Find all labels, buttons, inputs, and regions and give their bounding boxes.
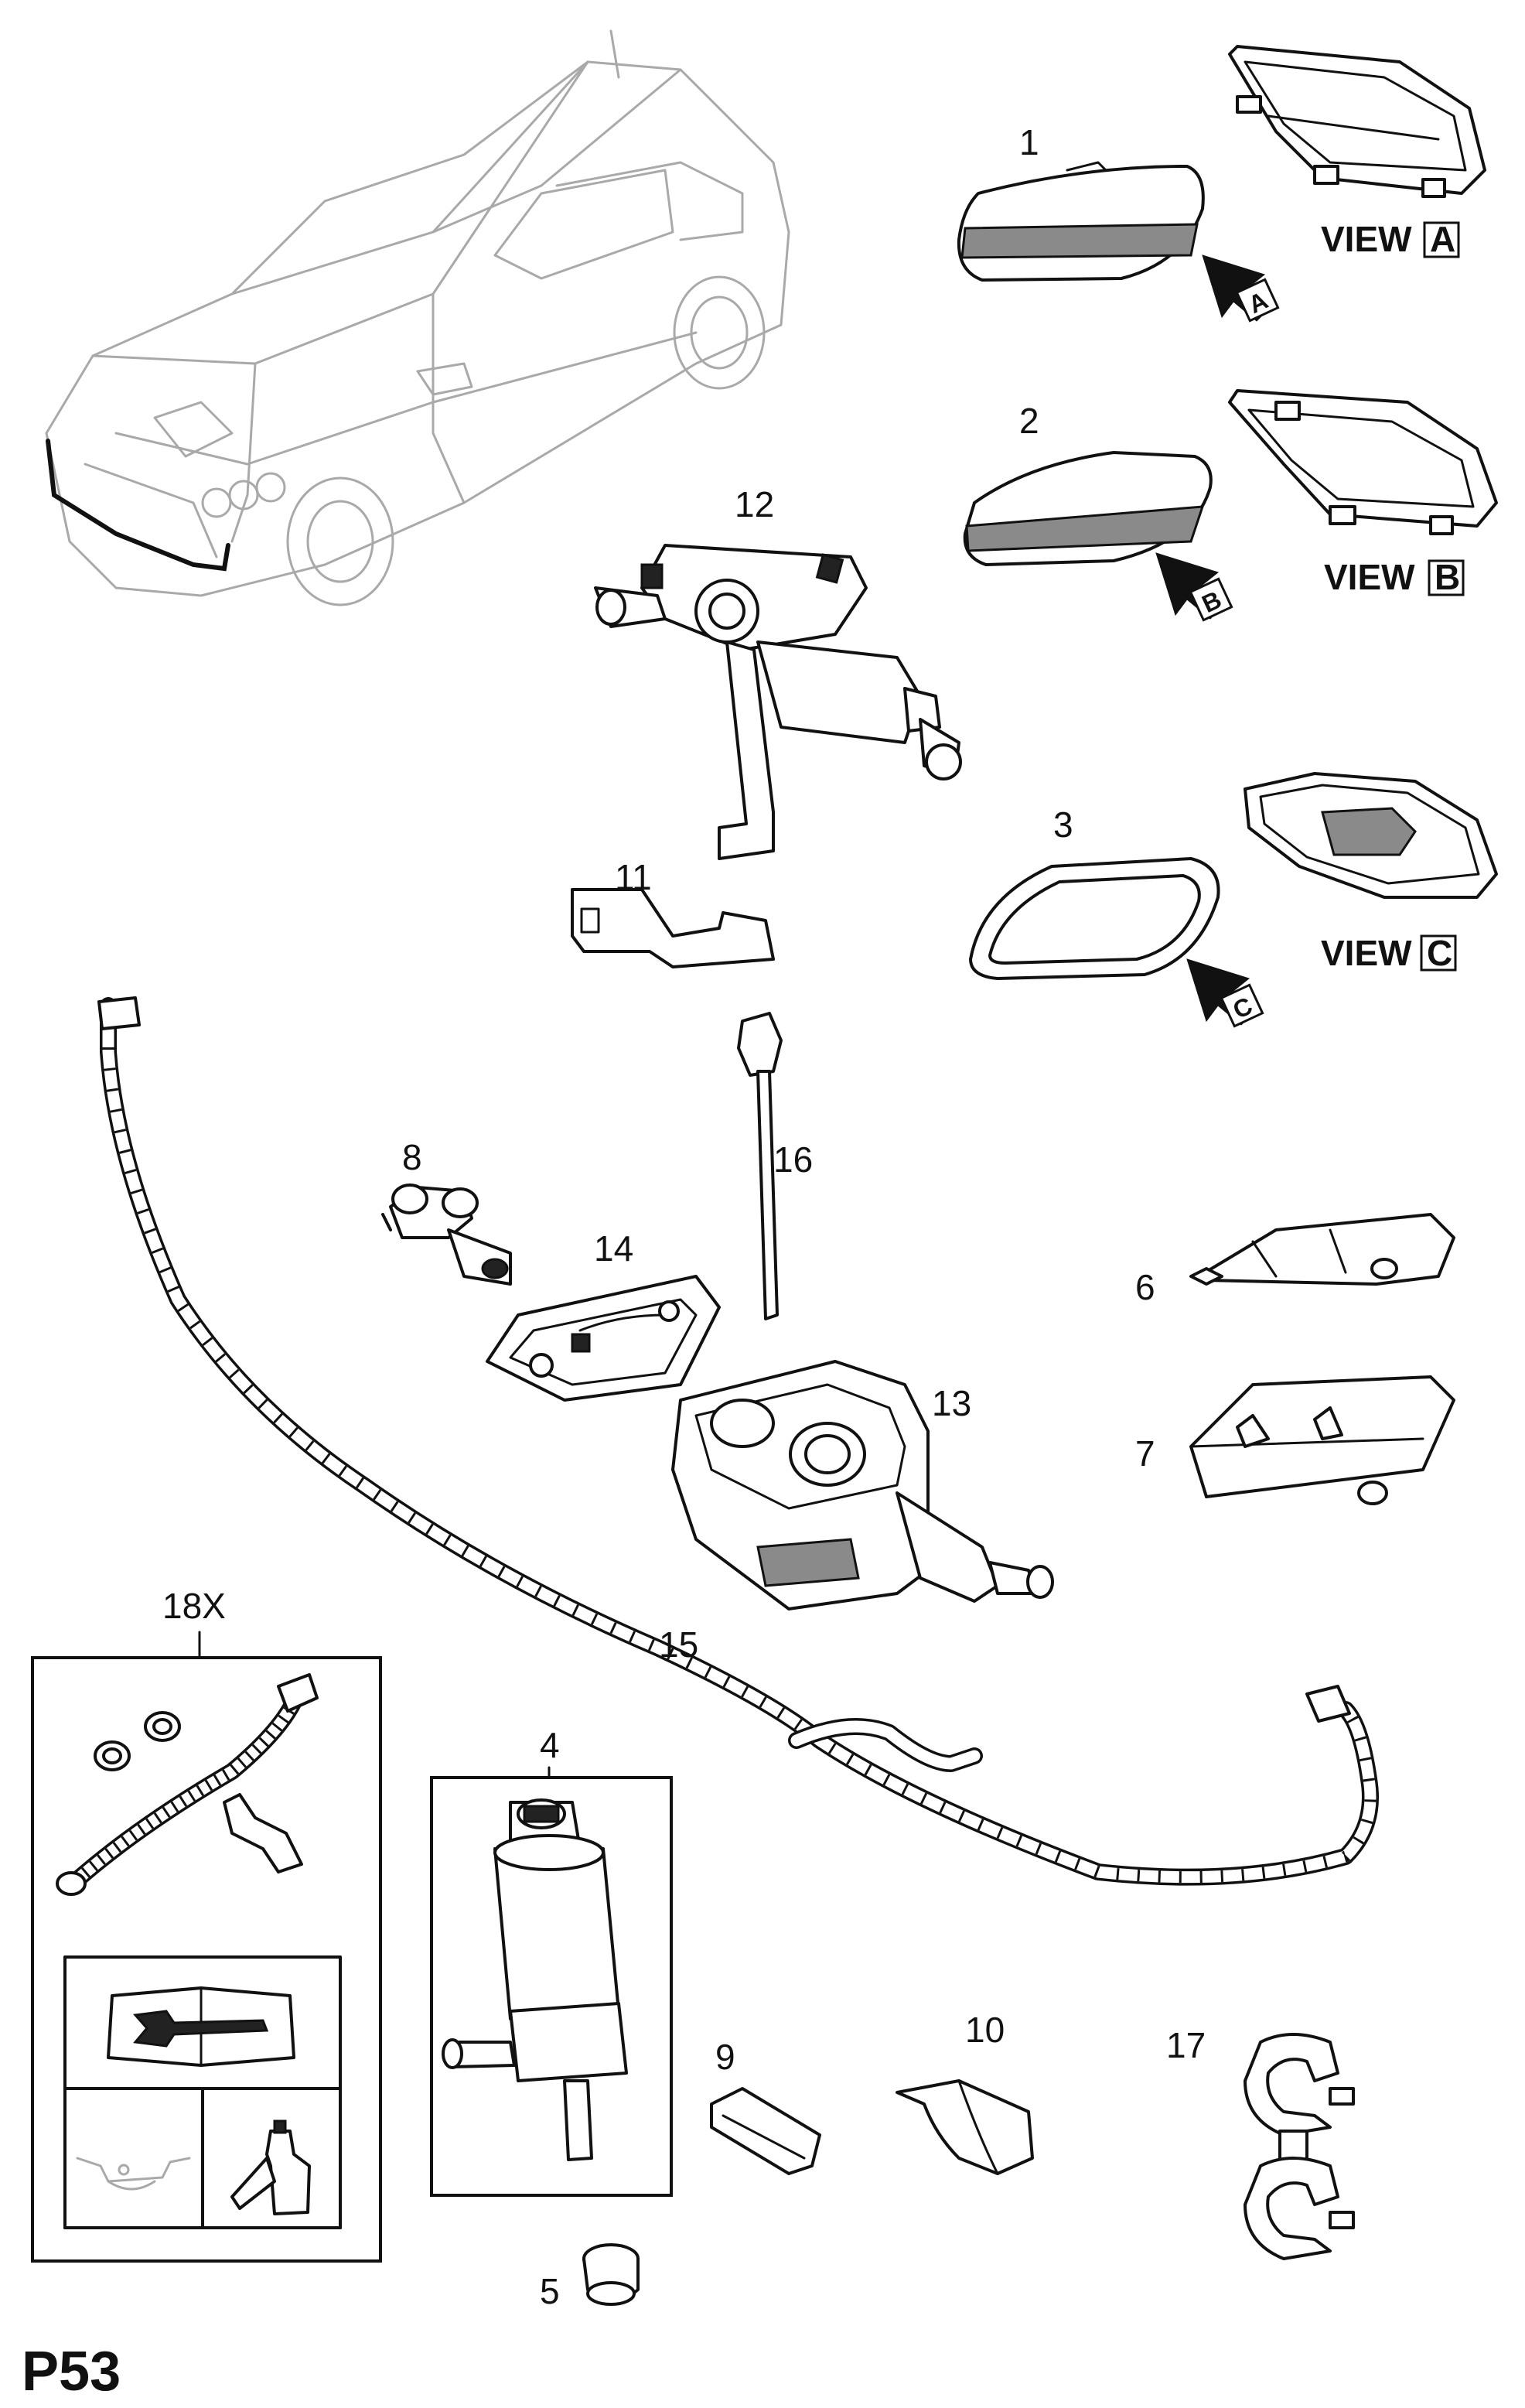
callout-13: 13 <box>932 1383 971 1423</box>
callout-3: 3 <box>1053 804 1073 845</box>
page-code: P53 <box>22 2341 121 2403</box>
callout-18x: 18X <box>162 1586 226 1626</box>
view-b-cap-back <box>1228 389 1498 535</box>
clip-part-17 <box>1244 2033 1355 2260</box>
callout-15: 15 <box>659 1624 698 1665</box>
callout-4: 4 <box>540 1725 560 1765</box>
callout-6: 6 <box>1135 1267 1155 1307</box>
view-arrow-icon: B <box>1155 552 1233 622</box>
callout-16: 16 <box>773 1139 813 1180</box>
cover-part-6 <box>1189 1213 1455 1286</box>
view-a-letter: A <box>1430 219 1455 259</box>
view-b-letter: B <box>1435 557 1460 597</box>
callout-14: 14 <box>594 1228 633 1269</box>
view-a-letter-box <box>1423 221 1460 258</box>
clip-part-10 <box>896 2079 1034 2175</box>
hose-part-15 <box>97 996 1379 1886</box>
view-c-letter: C <box>1427 933 1452 973</box>
callout-7: 7 <box>1135 1433 1155 1474</box>
pump-motor-part-4 <box>442 1798 628 2161</box>
cable-tie-part-16 <box>737 1012 783 1320</box>
bracket-clip-part-11 <box>571 888 775 968</box>
callout-12: 12 <box>735 484 774 524</box>
view-a-label: VIEW <box>1321 219 1412 259</box>
oil-tray-icon <box>76 2157 191 2191</box>
kit-18x-parts <box>56 1673 319 1896</box>
callout-1: 1 <box>1019 122 1039 162</box>
callout-17: 17 <box>1166 2025 1206 2065</box>
callout-8: 8 <box>402 1137 422 1177</box>
bracket-part-14 <box>486 1275 721 1402</box>
grommet-part-5 <box>582 2243 640 2306</box>
car-illustration <box>45 29 790 606</box>
view-c-cap-back <box>1244 772 1498 899</box>
view-arrow-icon: C <box>1186 958 1264 1028</box>
view-c-letter-box <box>1420 934 1457 972</box>
view-c-label: VIEW <box>1321 933 1412 973</box>
view-b-label: VIEW <box>1324 557 1415 597</box>
nozzle-part-8 <box>381 1184 512 1286</box>
cap-part-1 <box>957 161 1205 282</box>
clip-part-9 <box>710 2087 821 2175</box>
grease-tube-icon <box>230 2119 311 2215</box>
cap-part-2 <box>963 451 1213 566</box>
cover-part-7 <box>1189 1375 1455 1505</box>
washer-pump-part-12 <box>594 544 962 860</box>
view-arrow-icon: A <box>1202 254 1280 323</box>
view-a-cap-back <box>1228 45 1486 198</box>
callout-2: 2 <box>1019 401 1039 441</box>
view-b-letter-box <box>1428 559 1465 596</box>
callout-9: 9 <box>715 2037 735 2077</box>
callout-10: 10 <box>965 2010 1005 2050</box>
kit-18x-frame <box>31 1656 382 2263</box>
callout-5: 5 <box>540 2271 560 2311</box>
ring-part-3 <box>969 857 1220 980</box>
wrench-manual-icon <box>107 1986 295 2067</box>
washer-pump-part-13 <box>671 1360 1054 1610</box>
